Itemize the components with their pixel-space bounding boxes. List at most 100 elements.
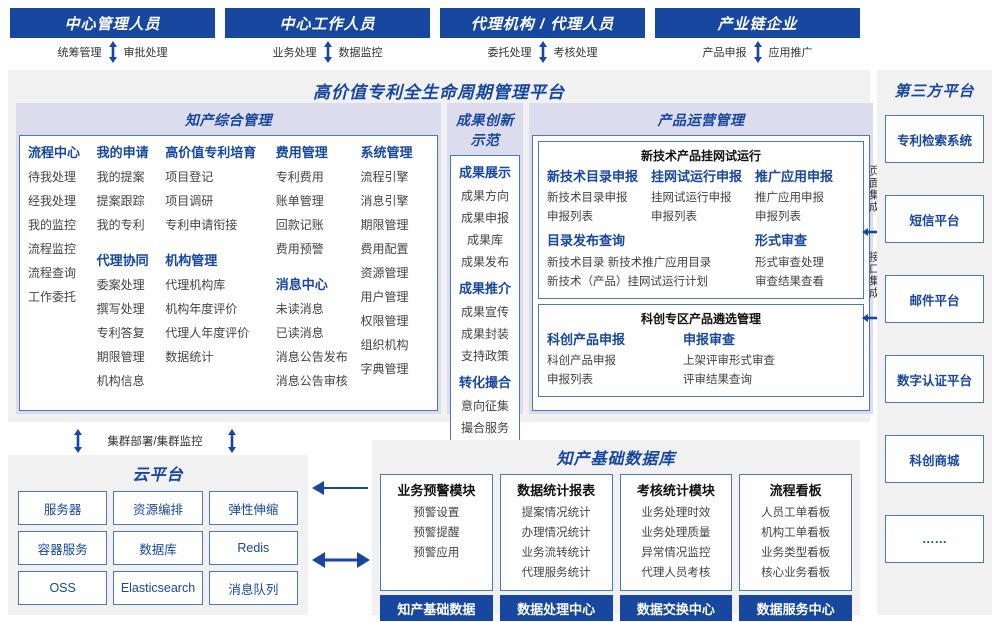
cloud-cell-4[interactable]: 数据库 (113, 531, 203, 565)
izm-item[interactable]: 待我处理 (28, 170, 77, 184)
cpyy-item[interactable]: 申报列表 (651, 211, 698, 224)
izm-group-head: 消息中心 (275, 277, 328, 292)
cpyy-item[interactable]: 新技术目录申报 (547, 192, 628, 205)
izm-item[interactable]: 流程监控 (28, 242, 77, 256)
third-party-item-1[interactable]: 短信平台 (885, 195, 984, 243)
izm-item[interactable]: 项目调研 (165, 194, 214, 208)
cpyy-item[interactable]: 新技术目录 新技术推广应用目录 (547, 256, 712, 269)
cpyy-item[interactable]: 申报列表 (547, 211, 594, 224)
kdb-item[interactable]: 预警设置 (413, 507, 460, 519)
izm-item[interactable]: 项目登记 (165, 170, 214, 184)
izm-item[interactable]: 期限管理 (360, 218, 409, 232)
cgcx-item[interactable]: 成果发布 (461, 255, 510, 269)
kdb-footer-0[interactable]: 知产基础数据 (380, 595, 493, 621)
third-party-item-4[interactable]: 科创商城 (885, 435, 984, 483)
cloud-cell-2[interactable]: 弹性伸缩 (208, 491, 298, 525)
izm-item[interactable]: 专利申请衔接 (165, 218, 238, 232)
kdb-item[interactable]: 预警提醒 (413, 527, 460, 539)
izm-item[interactable]: 数据统计 (165, 350, 214, 364)
izm-item[interactable]: 专利答复 (96, 326, 145, 340)
izm-item[interactable]: 回款记账 (275, 218, 324, 232)
cpyy-item[interactable]: 申报列表 (547, 373, 594, 386)
cgcx-item[interactable]: 意向征集 (461, 399, 510, 413)
cloud-cell-3[interactable]: 容器服务 (18, 531, 108, 565)
cpyy-item[interactable]: 挂网试运行申报 (651, 192, 732, 205)
kdb-item[interactable]: 业务处理质量 (641, 527, 711, 539)
cpyy-item[interactable]: 形式审查处理 (755, 256, 825, 269)
kdb-item[interactable]: 异常情况监控 (641, 547, 711, 559)
role-column: 代理机构 / 代理人员委托处理考核处理 (440, 8, 645, 66)
izm-item[interactable]: 资源管理 (360, 266, 409, 280)
izm-item[interactable]: 费用配置 (360, 242, 409, 256)
kdb-item[interactable]: 提案情况统计 (521, 507, 591, 519)
cloud-cell-0[interactable]: 服务器 (18, 491, 108, 525)
izm-item[interactable]: 消息引擎 (360, 194, 409, 208)
cgcx-item[interactable]: 成果封装 (461, 327, 510, 341)
cgcx-item[interactable]: 成果申报 (461, 211, 510, 225)
izm-item[interactable]: 未读消息 (275, 302, 324, 316)
cpyy-item[interactable]: 审查结果查看 (755, 275, 825, 288)
kdb-item[interactable]: 业务处理时效 (641, 507, 711, 519)
third-party-item-3[interactable]: 数字认证平台 (885, 355, 984, 403)
cloud-cell-7[interactable]: Elasticsearch (113, 571, 203, 605)
cloud-cell-5[interactable]: Redis (208, 531, 298, 565)
izm-item[interactable]: 我的专利 (96, 218, 145, 232)
cpyy-item[interactable]: 评审结果查询 (683, 373, 753, 386)
izm-item[interactable]: 组织机构 (360, 338, 409, 352)
izm-item[interactable]: 我的提案 (96, 170, 145, 184)
kdb-item[interactable]: 业务类型看板 (761, 547, 831, 559)
izm-item[interactable]: 期限管理 (96, 350, 145, 364)
izm-item[interactable]: 机构信息 (96, 374, 145, 388)
izm-item[interactable]: 已读消息 (275, 326, 324, 340)
izm-item[interactable]: 委案处理 (96, 278, 145, 292)
izm-item[interactable]: 消息公告审核 (275, 374, 348, 388)
izm-item[interactable]: 权限管理 (360, 314, 409, 328)
third-party-item-2[interactable]: 邮件平台 (885, 275, 984, 323)
cpyy-item[interactable]: 科创产品申报 (547, 354, 617, 367)
cloud-cell-6[interactable]: OSS (18, 571, 108, 605)
kdb-item[interactable]: 业务流转统计 (521, 547, 591, 559)
kdb-footer-2[interactable]: 数据交换中心 (619, 595, 733, 621)
kdb-footer-3[interactable]: 数据服务中心 (739, 595, 852, 621)
izm-item[interactable]: 机构年度评价 (165, 302, 238, 316)
izm-item[interactable]: 消息公告发布 (275, 350, 348, 364)
izm-item[interactable]: 撰写处理 (96, 302, 145, 316)
kdb-item[interactable]: 办理情况统计 (521, 527, 591, 539)
izm-item[interactable]: 专利费用 (275, 170, 324, 184)
cpyy-item[interactable]: 新技术（产品）挂网试运行计划 (547, 275, 709, 288)
izm-item[interactable]: 我的监控 (28, 218, 77, 232)
izm-item[interactable]: 代理人年度评价 (165, 326, 250, 340)
kdb-item[interactable]: 代理服务统计 (521, 567, 591, 579)
cgcx-item[interactable]: 支持政策 (461, 349, 510, 363)
izm-item[interactable]: 工作委托 (28, 290, 77, 304)
role-action-left-1: 业务处理 (272, 47, 317, 59)
cpyy-item[interactable]: 申报列表 (755, 211, 802, 224)
cgcx-item[interactable]: 成果方向 (461, 189, 510, 203)
cloud-cell-1[interactable]: 资源编排 (113, 491, 203, 525)
izm-item[interactable]: 费用预警 (275, 242, 324, 256)
izm-item[interactable]: 字典管理 (360, 362, 409, 376)
kdb-item[interactable]: 预警应用 (413, 547, 460, 559)
cpyy-item[interactable]: 推广应用申报 (755, 192, 825, 205)
izm-item[interactable]: 账单管理 (275, 194, 324, 208)
cgcx-item[interactable]: 撮合服务 (461, 421, 510, 435)
cpyy-item[interactable]: 上架评审形式审查 (683, 354, 776, 367)
cgcx-item[interactable]: 成果宣传 (461, 305, 510, 319)
kdb-item[interactable]: 机构工单看板 (761, 527, 831, 539)
izm-item[interactable]: 流程查询 (28, 266, 77, 280)
izm-item[interactable]: 用户管理 (360, 290, 409, 304)
kdb-item[interactable]: 代理人员考核 (641, 567, 711, 579)
izm-group-head: 我的申请 (96, 145, 149, 160)
izm-item[interactable]: 经我处理 (28, 194, 77, 208)
izm-item[interactable]: 提案跟踪 (96, 194, 145, 208)
izm-item[interactable]: 流程引擎 (360, 170, 409, 184)
role-arrow-0 (106, 41, 120, 63)
izm-item[interactable]: 代理机构库 (165, 278, 226, 292)
cgcx-item[interactable]: 成果库 (467, 233, 504, 247)
kdb-item[interactable]: 核心业务看板 (761, 567, 831, 579)
cloud-cell-8[interactable]: 消息队列 (208, 571, 298, 605)
kdb-item[interactable]: 人员工单看板 (761, 507, 831, 519)
third-party-item-5[interactable]: …… (885, 515, 984, 563)
third-party-item-0[interactable]: 专利检索系统 (885, 115, 984, 163)
kdb-footer-1[interactable]: 数据处理中心 (499, 595, 613, 621)
